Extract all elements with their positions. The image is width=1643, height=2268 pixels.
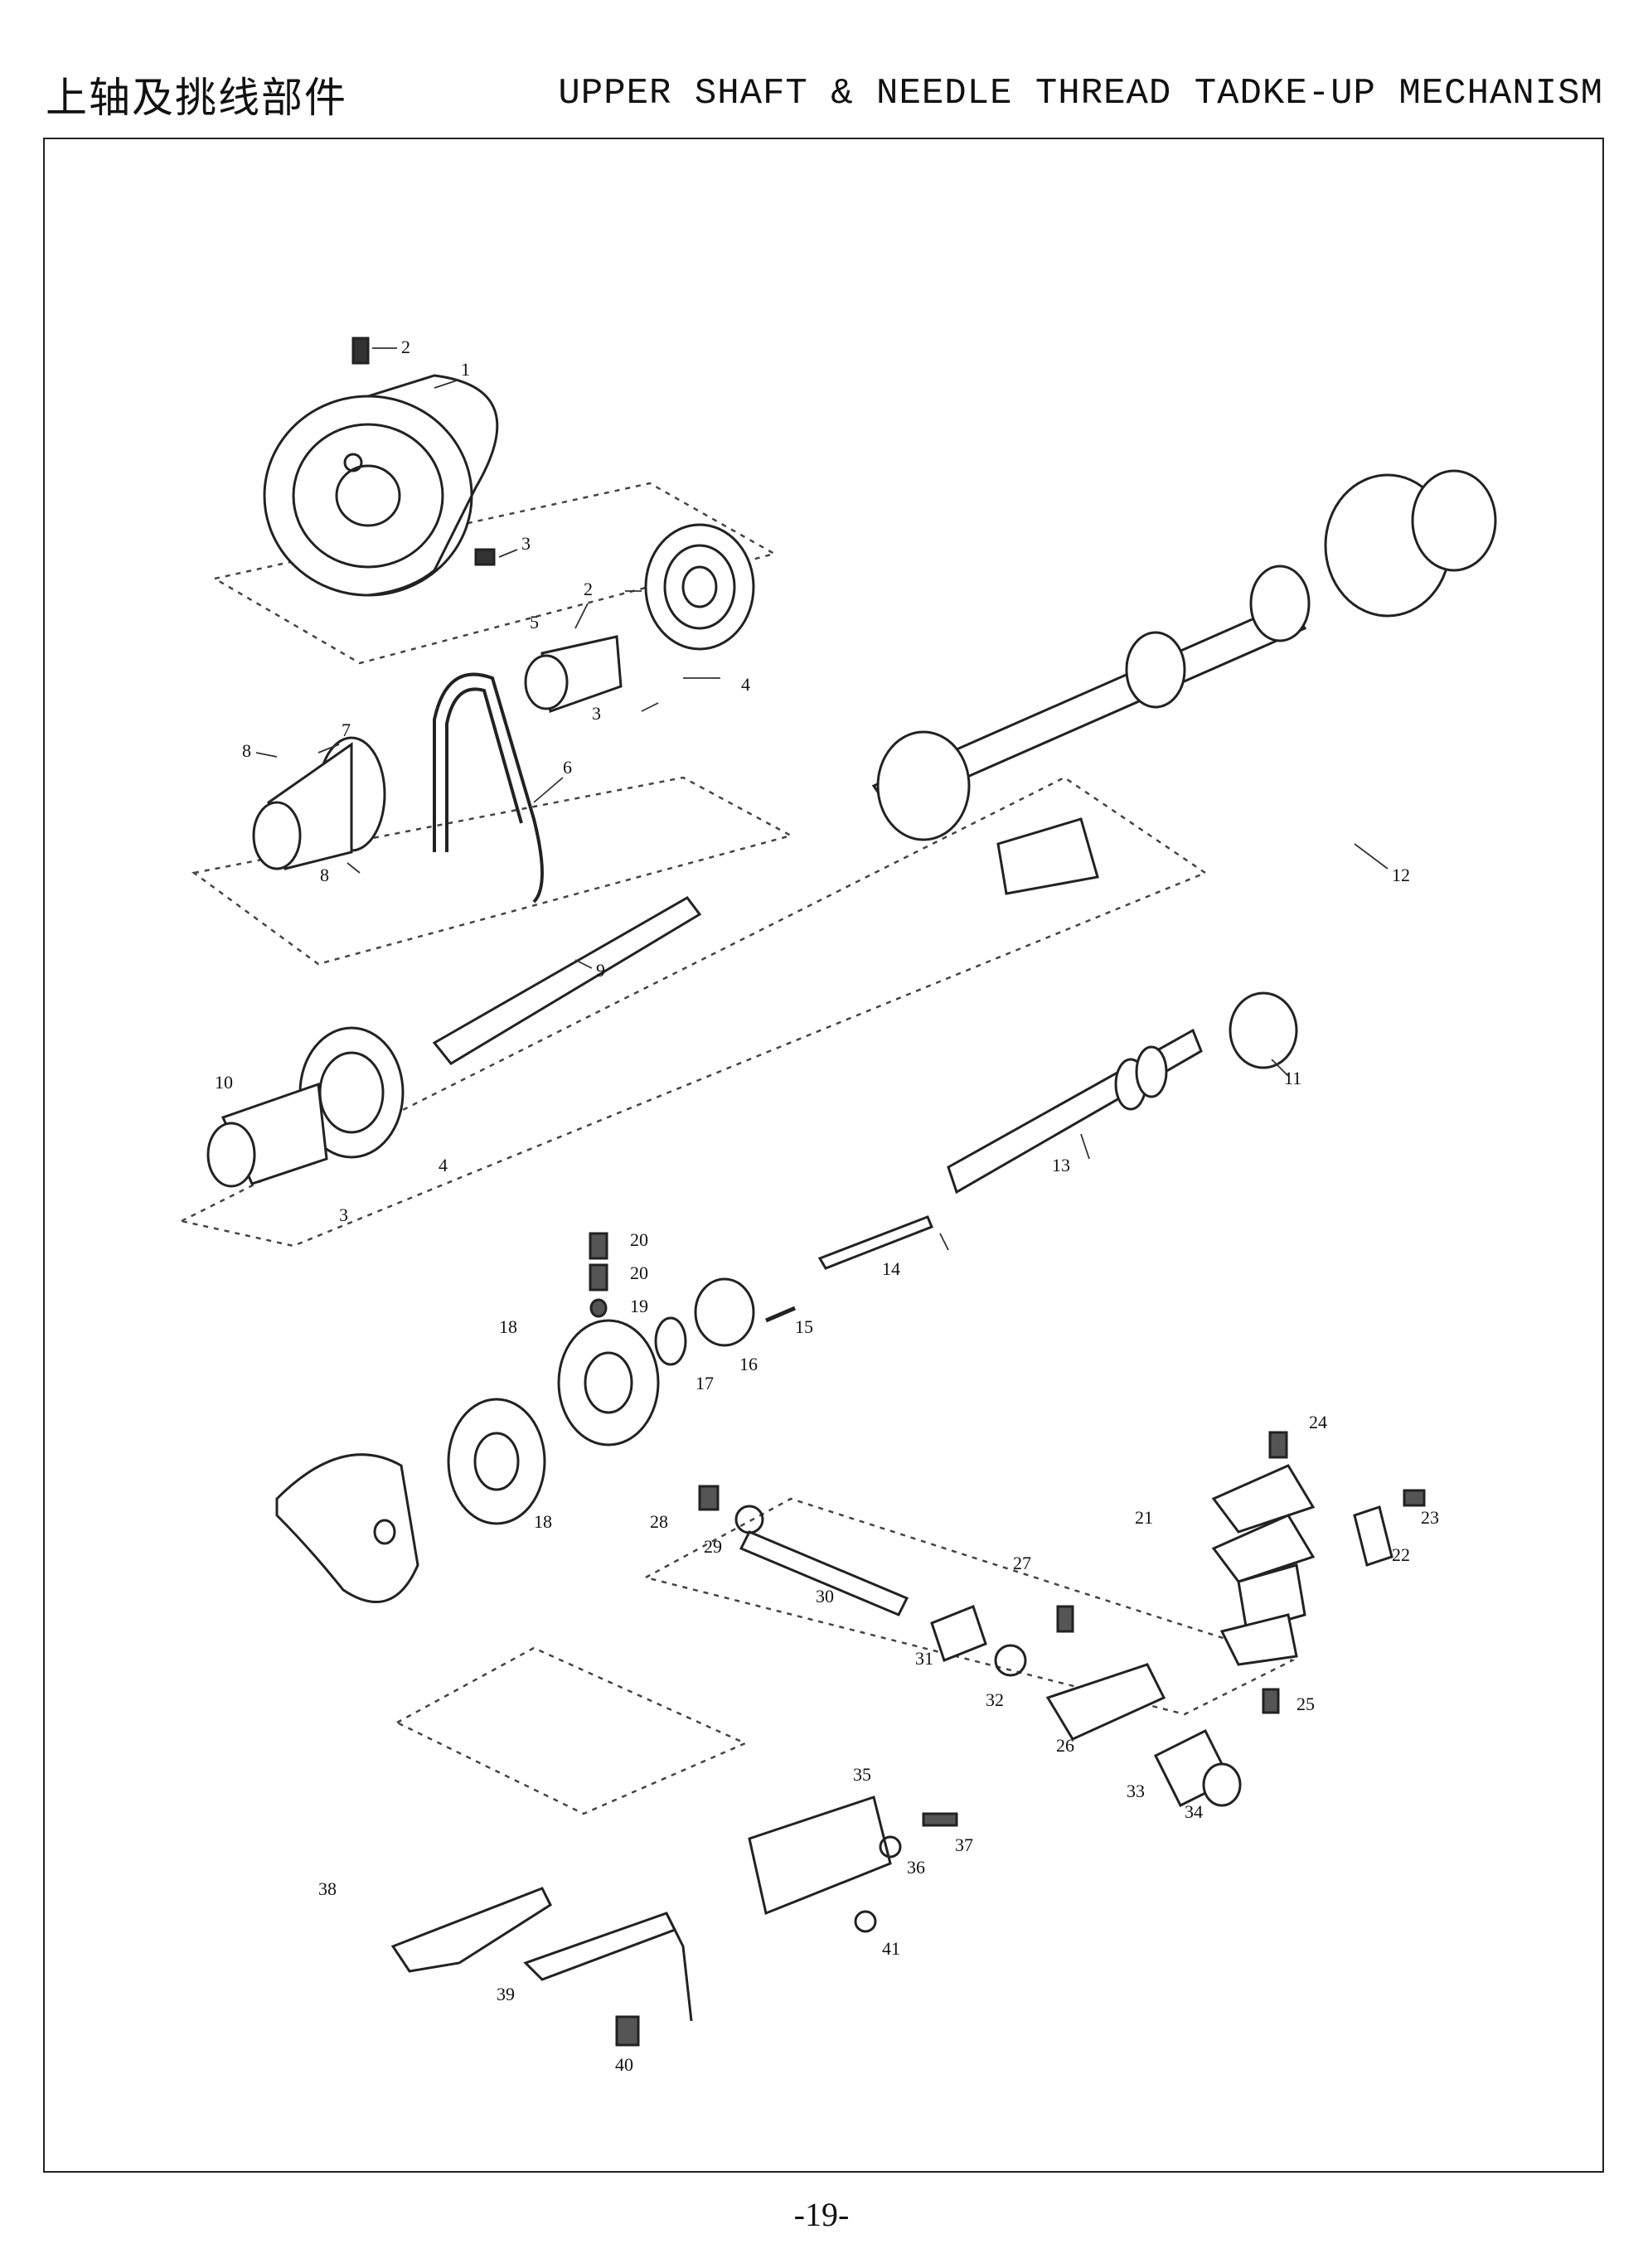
- part-26: [1045, 1663, 1166, 1741]
- label-5: 5: [530, 612, 539, 632]
- part-20a: [589, 1232, 608, 1260]
- label-30: 30: [816, 1586, 834, 1606]
- label-23: 23: [1421, 1507, 1439, 1528]
- label-21: 21: [1135, 1507, 1153, 1528]
- part-23: [1403, 1489, 1426, 1507]
- part-37: [922, 1812, 958, 1827]
- part-20b: [589, 1263, 608, 1292]
- lever-21: [1211, 1464, 1316, 1666]
- label-28: 28: [650, 1511, 668, 1532]
- label-18a: 18: [499, 1316, 517, 1337]
- label-33: 33: [1127, 1781, 1145, 1801]
- bearing-18b: [447, 1398, 546, 1525]
- label-39: 39: [497, 1984, 515, 2004]
- label-41: 41: [882, 1938, 900, 1959]
- part-19: [589, 1298, 608, 1318]
- label-3c: 3: [339, 1204, 348, 1225]
- label-20b: 20: [630, 1262, 648, 1283]
- label-37: 37: [955, 1834, 973, 1855]
- part-40: [615, 2015, 640, 2047]
- label-2b: 2: [584, 579, 593, 599]
- label-4b: 4: [439, 1155, 448, 1175]
- part-27: [1056, 1605, 1074, 1633]
- take-up-housing: [275, 1453, 419, 1603]
- screw-3a: [474, 548, 496, 566]
- label-6: 6: [563, 757, 572, 778]
- label-8b: 8: [320, 865, 329, 885]
- label-35: 35: [853, 1764, 871, 1785]
- part-15: [765, 1306, 796, 1323]
- part-16: [694, 1277, 755, 1347]
- part-24: [1268, 1431, 1288, 1459]
- page-title-chinese: 上轴及挑线部件: [46, 74, 347, 122]
- part-38: [390, 1887, 552, 1973]
- screw-2a: [351, 337, 370, 365]
- label-25: 25: [1296, 1694, 1315, 1714]
- coupling-10: [206, 1082, 328, 1188]
- label-3b: 3: [592, 703, 601, 724]
- bearing-18a: [557, 1319, 660, 1447]
- collar-5: [524, 635, 623, 714]
- label-12: 12: [1392, 865, 1410, 885]
- label-32: 32: [986, 1689, 1004, 1710]
- label-18b: 18: [534, 1511, 552, 1532]
- pulley-top: [644, 523, 755, 651]
- label-27: 27: [1013, 1553, 1031, 1573]
- cam-11: [1229, 991, 1298, 1069]
- shaft-9: [432, 896, 702, 1065]
- exploded-parts-diagram: 2 1 3 2 5 4 3 8 7 6 8 9 12 11 13 10 4 3 …: [178, 337, 1497, 2075]
- part-34: [1202, 1762, 1242, 1807]
- label-3a: 3: [521, 533, 531, 554]
- page-title-english: UPPER SHAFT & NEEDLE THREAD TADKE-UP MEC…: [558, 73, 1603, 114]
- part-22: [1353, 1505, 1393, 1567]
- part-29: [734, 1505, 764, 1534]
- label-4a: 4: [741, 674, 750, 695]
- part-35: [748, 1796, 892, 1916]
- label-17: 17: [695, 1373, 714, 1393]
- label-24: 24: [1309, 1412, 1327, 1432]
- label-11: 11: [1284, 1068, 1301, 1088]
- dashed-guides: [178, 482, 1296, 1815]
- timing-belt: [433, 672, 544, 904]
- label-10: 10: [215, 1072, 233, 1093]
- label-38: 38: [318, 1878, 337, 1899]
- label-8a: 8: [242, 740, 251, 761]
- label-29: 29: [704, 1536, 722, 1557]
- label-20a: 20: [630, 1229, 648, 1250]
- diagram-frame: 2 1 3 2 5 4 3 8 7 6 8 9 12 11 13 10 4 3 …: [43, 138, 1604, 2173]
- part-31: [930, 1605, 987, 1662]
- part-labels: 2 1 3 2 5 4 3 8 7 6 8 9 12 11 13 10 4 3 …: [215, 337, 1439, 2075]
- label-22: 22: [1392, 1544, 1410, 1565]
- shaft-30: [739, 1530, 909, 1616]
- part-39: [523, 1912, 677, 1981]
- part-32: [994, 1644, 1027, 1677]
- part-25: [1262, 1688, 1280, 1714]
- label-15: 15: [795, 1316, 813, 1337]
- part-41: [854, 1910, 877, 1933]
- label-9: 9: [596, 960, 605, 981]
- part-39-arm: [665, 1912, 693, 2022]
- part-36: [879, 1835, 902, 1858]
- label-36: 36: [907, 1857, 925, 1878]
- label-26: 26: [1056, 1735, 1074, 1756]
- label-19: 19: [630, 1296, 648, 1316]
- label-34: 34: [1185, 1801, 1203, 1822]
- label-13: 13: [1052, 1155, 1070, 1175]
- label-14: 14: [882, 1258, 900, 1279]
- label-16: 16: [739, 1354, 758, 1374]
- label-2a: 2: [401, 337, 410, 357]
- label-1: 1: [461, 359, 470, 380]
- label-31: 31: [915, 1648, 933, 1669]
- label-7: 7: [342, 720, 351, 740]
- main-shaft-13: [947, 1028, 1203, 1195]
- hand-wheel-drawing: [263, 374, 499, 597]
- leader-lines: [255, 347, 1389, 1251]
- page-number: -19-: [793, 2196, 850, 2233]
- toothed-pulley-7: [252, 736, 386, 870]
- part-14: [817, 1215, 933, 1270]
- part-28: [698, 1485, 720, 1511]
- label-40: 40: [615, 2054, 633, 2075]
- assembled-shaft: [871, 469, 1497, 895]
- part-17: [654, 1316, 687, 1366]
